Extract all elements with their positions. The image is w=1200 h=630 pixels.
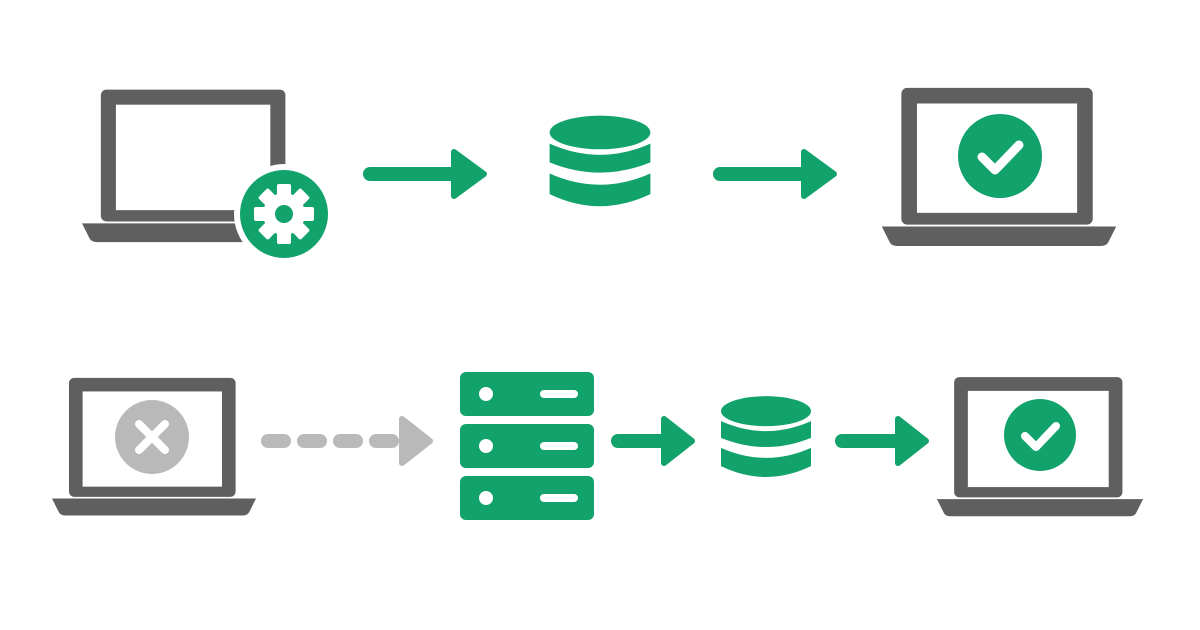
check-icon — [1021, 422, 1060, 451]
solid-arrow — [713, 149, 837, 199]
dashed-arrow-gray — [261, 416, 433, 466]
solid-arrow — [835, 416, 929, 466]
server-stack-icon — [460, 372, 594, 520]
laptop-check-icon — [936, 377, 1144, 517]
bottom-flow — [52, 372, 1144, 520]
close-icon — [135, 420, 169, 454]
laptop-check-icon — [881, 87, 1117, 247]
laptop-x-icon — [52, 377, 256, 516]
solid-arrow — [611, 416, 695, 466]
database-icon — [721, 396, 811, 477]
top-flow — [82, 87, 1117, 264]
laptop-gear-icon — [82, 89, 334, 264]
database-icon — [549, 115, 651, 207]
check-icon — [977, 140, 1024, 175]
solid-arrow — [363, 149, 487, 199]
gear-icon — [254, 184, 314, 244]
